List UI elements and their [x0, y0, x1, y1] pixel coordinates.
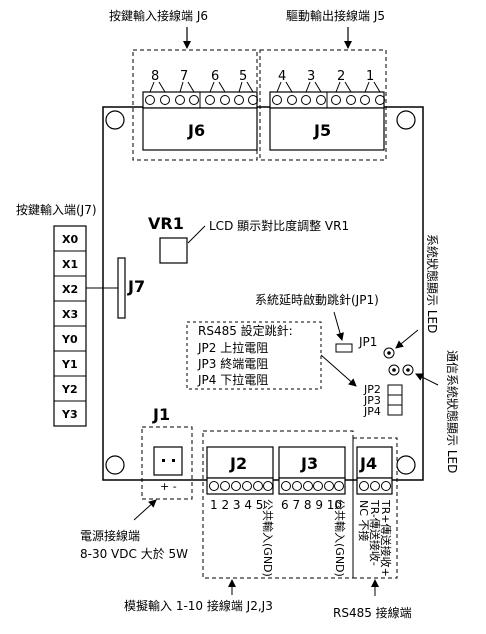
j6-pin-label: 5: [239, 69, 247, 84]
mounting-hole: [396, 110, 416, 130]
lcd-leader: [187, 225, 206, 244]
j7-input-x1: X1: [62, 258, 78, 271]
system-led-label: 系統狀態顯示 LED: [425, 234, 440, 333]
j5-title: 驅動輸出接線端 J5: [286, 8, 385, 23]
rs485-terminal-label: RS485 接線端: [333, 605, 412, 620]
mounting-hole: [105, 110, 125, 130]
j2-label: J2: [229, 454, 247, 473]
j6-label: J6: [187, 121, 205, 140]
j7-input-y2: Y2: [61, 383, 78, 396]
j7-input-table: X0 X1 X2 X3 Y0 Y1 Y2 Y3: [53, 225, 87, 427]
j7-input-y3: Y3: [61, 408, 78, 421]
jp1-jumper: [335, 343, 353, 353]
j1-power-connector: [153, 446, 183, 476]
rs485-jp2-desc: JP2 上拉電阻: [197, 340, 268, 355]
analog-input-label: 模擬輸入 1-10 接線端 J2,J3: [124, 598, 273, 613]
j7-header: [117, 257, 126, 319]
j2-common-label: 公共輸入(GND): [261, 499, 275, 577]
j1-dashed-frame: [141, 426, 193, 500]
rs485-pin-nc: NC 不接: [357, 500, 370, 541]
top-pin-leaders: [149, 81, 381, 93]
jp1-arrow: [333, 311, 344, 341]
vr1-label: VR1: [148, 214, 184, 233]
comm-led-arrow: [415, 373, 439, 386]
j3-common-label: 公共輸入(GND): [333, 499, 347, 577]
jp1-label: JP1: [358, 335, 377, 349]
rs485-pin-tr-minus: TR-傳送接收-: [368, 499, 382, 566]
j7-label: J7: [127, 277, 145, 296]
j1-label: J1: [152, 405, 170, 424]
j5-label: J5: [313, 121, 331, 140]
mounting-hole: [105, 455, 125, 475]
jp1-description: 系統延時啟動跳針(JP1): [255, 292, 379, 307]
j7-inputs-title: 按鍵輸入端(J7): [16, 202, 97, 217]
jp4-label: JP4: [363, 405, 381, 418]
j7-input-y0: Y0: [61, 333, 78, 346]
j5-dashed-frame: [259, 49, 387, 161]
rs485-settings-frame: [186, 321, 322, 390]
lcd-contrast-label: LCD 顯示對比度調整 VR1: [209, 218, 349, 233]
jp3-label: JP3: [363, 394, 381, 407]
j5-pin-label: 4: [278, 69, 286, 84]
j6-pin-label: 7: [180, 69, 188, 84]
rs485-jp4-desc: JP4 下拉電阻: [197, 372, 268, 387]
comm-led-label: 通信系統狀態顯示 LED: [445, 350, 460, 473]
rs485-jp3-desc: JP3 終端電阻: [197, 356, 268, 371]
j1-polarity: + -: [160, 480, 177, 493]
rs485-settings-title: RS485 設定跳針:: [198, 323, 293, 338]
j3-connector: J3: [278, 446, 346, 495]
j7-input-x2: X2: [62, 283, 78, 296]
power-terminal-label: 電源接線端: [80, 528, 140, 543]
j7-input-x0: X0: [62, 233, 78, 246]
j6-title: 按鍵輸入接線端 J6: [109, 8, 208, 23]
j2-connector: J2: [206, 446, 274, 495]
j6-pin-label: 8: [151, 69, 159, 84]
j7-input-y1: Y1: [61, 358, 78, 371]
j5-connector: J5: [269, 91, 385, 151]
j3-pin-numbers: 6 7 8 9 10: [281, 498, 342, 512]
j3-label: J3: [300, 454, 318, 473]
j5-pin-label: 3: [307, 69, 315, 84]
j2-j3-dashed-frame: [202, 430, 354, 579]
power-spec-label: 8-30 VDC 大於 5W: [80, 546, 188, 561]
j4-dashed-frame: [352, 437, 398, 579]
j7-input-x3: X3: [62, 308, 78, 321]
jp2-jp4-jumpers: [387, 384, 403, 416]
j4-label: J4: [359, 454, 377, 473]
j2-pin-numbers: 1 2 3 4 5: [210, 498, 263, 512]
mounting-hole: [396, 455, 416, 475]
vr1-potentiometer: [159, 237, 188, 264]
j6-pin-labels: 8 7 6 5: [151, 69, 247, 84]
j4-connector: J4: [356, 446, 393, 495]
jp2-label: JP2: [363, 383, 381, 396]
j5-pin-label: 2: [337, 69, 345, 84]
j6-connector: J6: [142, 91, 258, 151]
rs485-settings-arrow: [320, 354, 357, 387]
rs485-pin-tr-plus: TR+傳送接收+: [379, 499, 393, 577]
system-led-arrow: [395, 329, 419, 349]
j5-pin-label: 1: [366, 69, 374, 84]
j6-pin-label: 6: [211, 69, 219, 84]
power-arrow: [133, 499, 157, 521]
j5-pin-labels: 4 3 2 1: [278, 69, 374, 84]
